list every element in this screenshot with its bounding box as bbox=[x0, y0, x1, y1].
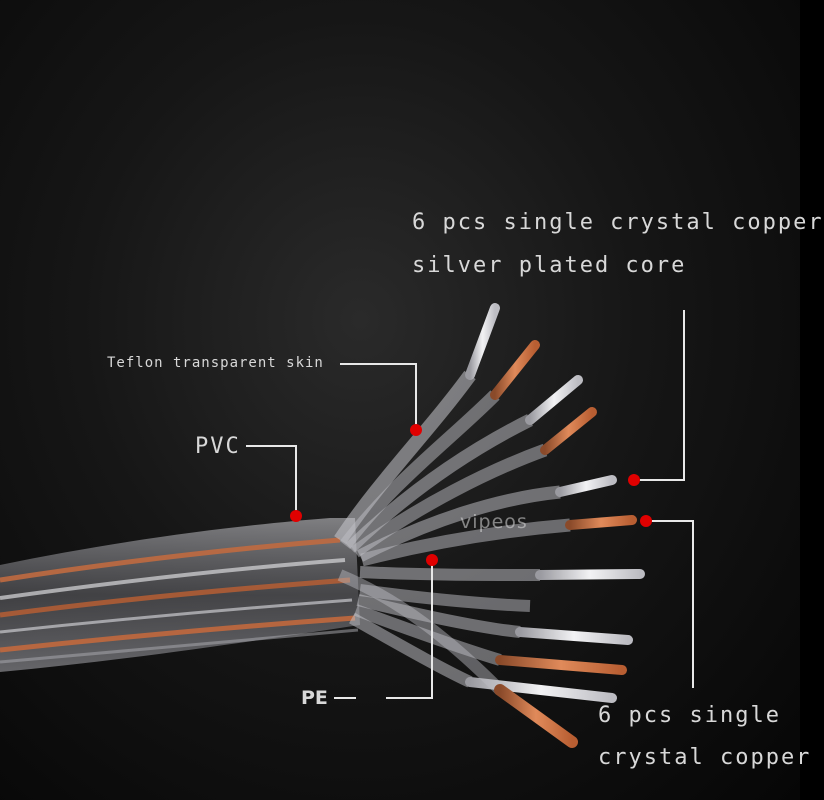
marker-core bbox=[628, 474, 640, 486]
core-label-line2: silver plated core bbox=[412, 253, 687, 278]
marker-dots bbox=[290, 424, 652, 566]
leader-lines bbox=[246, 310, 694, 699]
upper-wires bbox=[334, 303, 637, 567]
bottom-label-line2: crystal copper bbox=[598, 745, 812, 770]
lower-wires bbox=[337, 566, 645, 748]
marker-teflon bbox=[410, 424, 422, 436]
bottom-label-line1: 6 pcs single bbox=[598, 703, 781, 728]
cable-illustration bbox=[0, 303, 694, 748]
core-label-line1: 6 pcs single crystal copper bbox=[412, 210, 824, 235]
marker-pvc bbox=[290, 510, 302, 522]
pvc-label: PVC bbox=[195, 434, 241, 459]
marker-pe bbox=[426, 554, 438, 566]
pe-label: PE bbox=[301, 687, 328, 709]
teflon-label: Teflon transparent skin bbox=[107, 355, 324, 371]
marker-bottom bbox=[640, 515, 652, 527]
cable-body bbox=[0, 518, 360, 672]
watermark: vipeos bbox=[460, 511, 528, 533]
